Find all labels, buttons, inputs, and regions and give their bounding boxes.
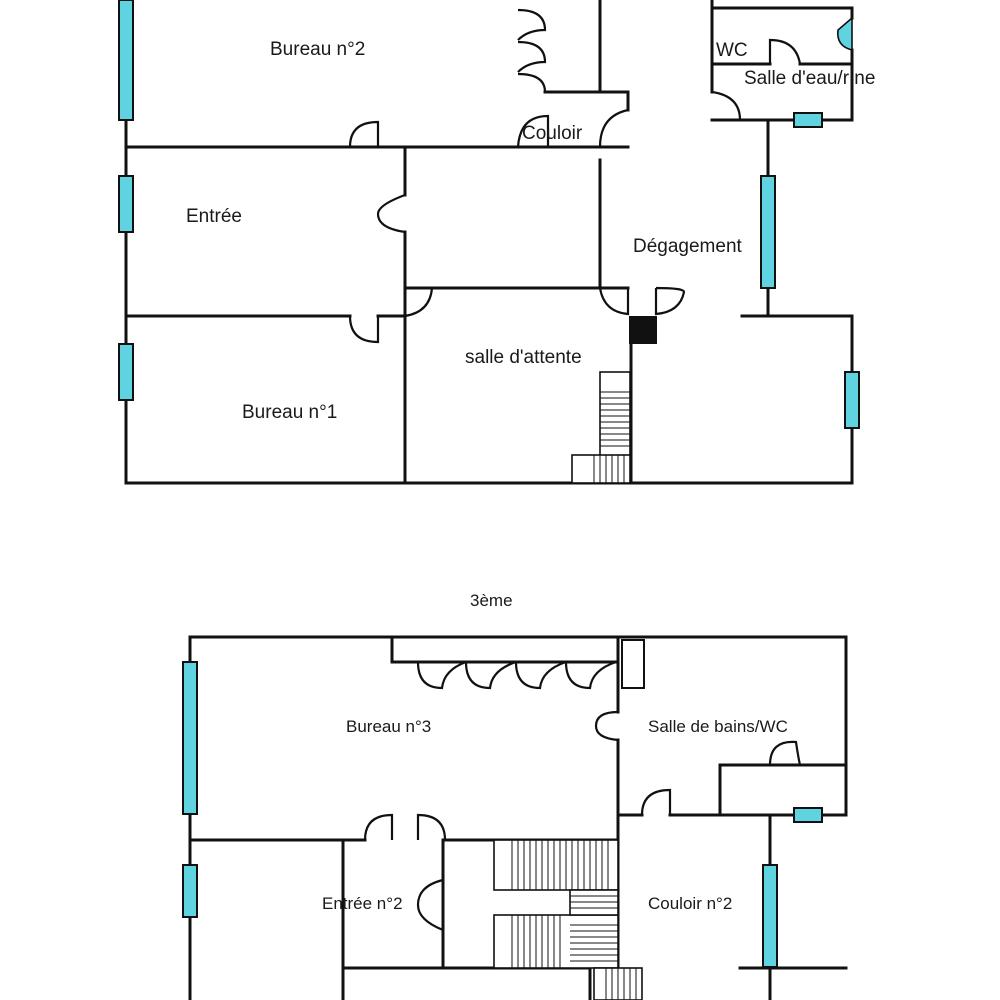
floor-1-doors — [348, 8, 853, 344]
window — [793, 807, 823, 823]
floor-1-plan: Bureau n°2 WC Salle d'eau/r ne Couloir E… — [118, 0, 875, 485]
floor-1-windows — [118, 0, 860, 429]
room-label-bureau-1: Bureau n°1 — [242, 402, 337, 423]
chimney-block — [629, 316, 657, 344]
room-label-couloir: Couloir — [522, 123, 583, 144]
room-label-entree: Entrée — [186, 206, 242, 227]
room-label-salle-attente: salle d'attente — [465, 347, 582, 368]
floor-3-room-labels: Bureau n°3 Salle de bains/WC Entrée n°2 … — [322, 717, 788, 913]
window — [118, 343, 134, 401]
floor-3-doors — [363, 660, 802, 932]
floor-1-staircase — [571, 371, 631, 484]
window — [182, 864, 198, 918]
floor-1-room-labels: Bureau n°2 WC Salle d'eau/r ne Couloir E… — [186, 39, 875, 423]
room-label-couloir-2: Couloir n°2 — [648, 894, 732, 913]
room-label-salle-bains: Salle de bains/WC — [648, 717, 788, 736]
window — [762, 864, 778, 968]
window — [844, 371, 860, 429]
room-label-wc: WC — [716, 40, 748, 61]
floor-3-plan: Bureau n°3 Salle de bains/WC Entrée n°2 … — [182, 635, 848, 1000]
room-label-bureau-3: Bureau n°3 — [346, 717, 431, 736]
window — [182, 661, 198, 815]
window — [793, 112, 823, 128]
room-label-degagement: Dégagement — [633, 236, 743, 257]
window — [760, 175, 776, 289]
room-label-salle-eau: Salle d'eau/r ne — [744, 68, 875, 89]
room-label-bureau-2: Bureau n°2 — [270, 39, 365, 60]
window — [118, 0, 134, 121]
floor-3-title: 3ème — [470, 591, 513, 610]
room-label-entree-2: Entrée n°2 — [322, 894, 403, 913]
floor-3-windows — [182, 661, 823, 968]
window — [118, 175, 134, 233]
floor-3-staircase — [493, 839, 643, 1000]
